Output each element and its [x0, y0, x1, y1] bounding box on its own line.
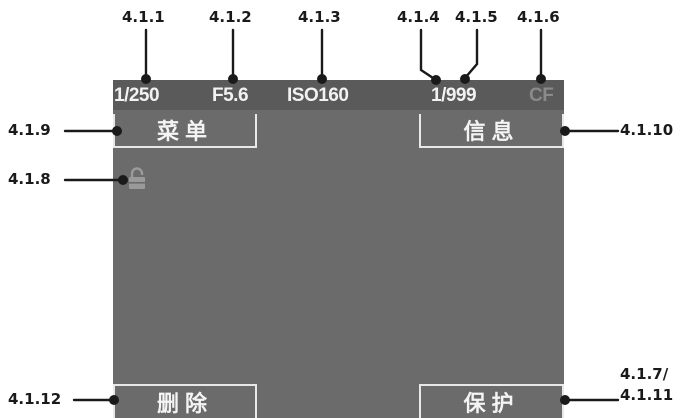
iso-readout: ISO160	[287, 85, 349, 106]
callout-4-1-4: 4.1.4	[397, 8, 440, 26]
callout-4-1-2: 4.1.2	[209, 8, 252, 26]
callout-4-1-11: 4.1.11	[620, 386, 674, 404]
card-type-readout: CF	[529, 85, 554, 106]
lock-icon	[129, 167, 145, 189]
shutter-speed-readout: 1/250	[114, 85, 160, 106]
callout-4-1-10: 4.1.10	[620, 121, 674, 139]
callout-4-1-1: 4.1.1	[122, 8, 165, 26]
frame-counter-readout: 1/999	[431, 85, 477, 106]
callout-4-1-8: 4.1.8	[8, 170, 51, 188]
callout-4-1-9: 4.1.9	[8, 121, 51, 139]
callout-4-1-3: 4.1.3	[298, 8, 341, 26]
delete-softkey[interactable]: 删除	[113, 384, 257, 418]
callout-4-1-5: 4.1.5	[455, 8, 498, 26]
aperture-readout: F5.6	[212, 85, 249, 106]
callout-4-1-12: 4.1.12	[8, 390, 62, 408]
callout-4-1-7: 4.1.7/	[620, 365, 669, 383]
callout-4-1-6: 4.1.6	[517, 8, 560, 26]
status-bar	[113, 80, 564, 110]
